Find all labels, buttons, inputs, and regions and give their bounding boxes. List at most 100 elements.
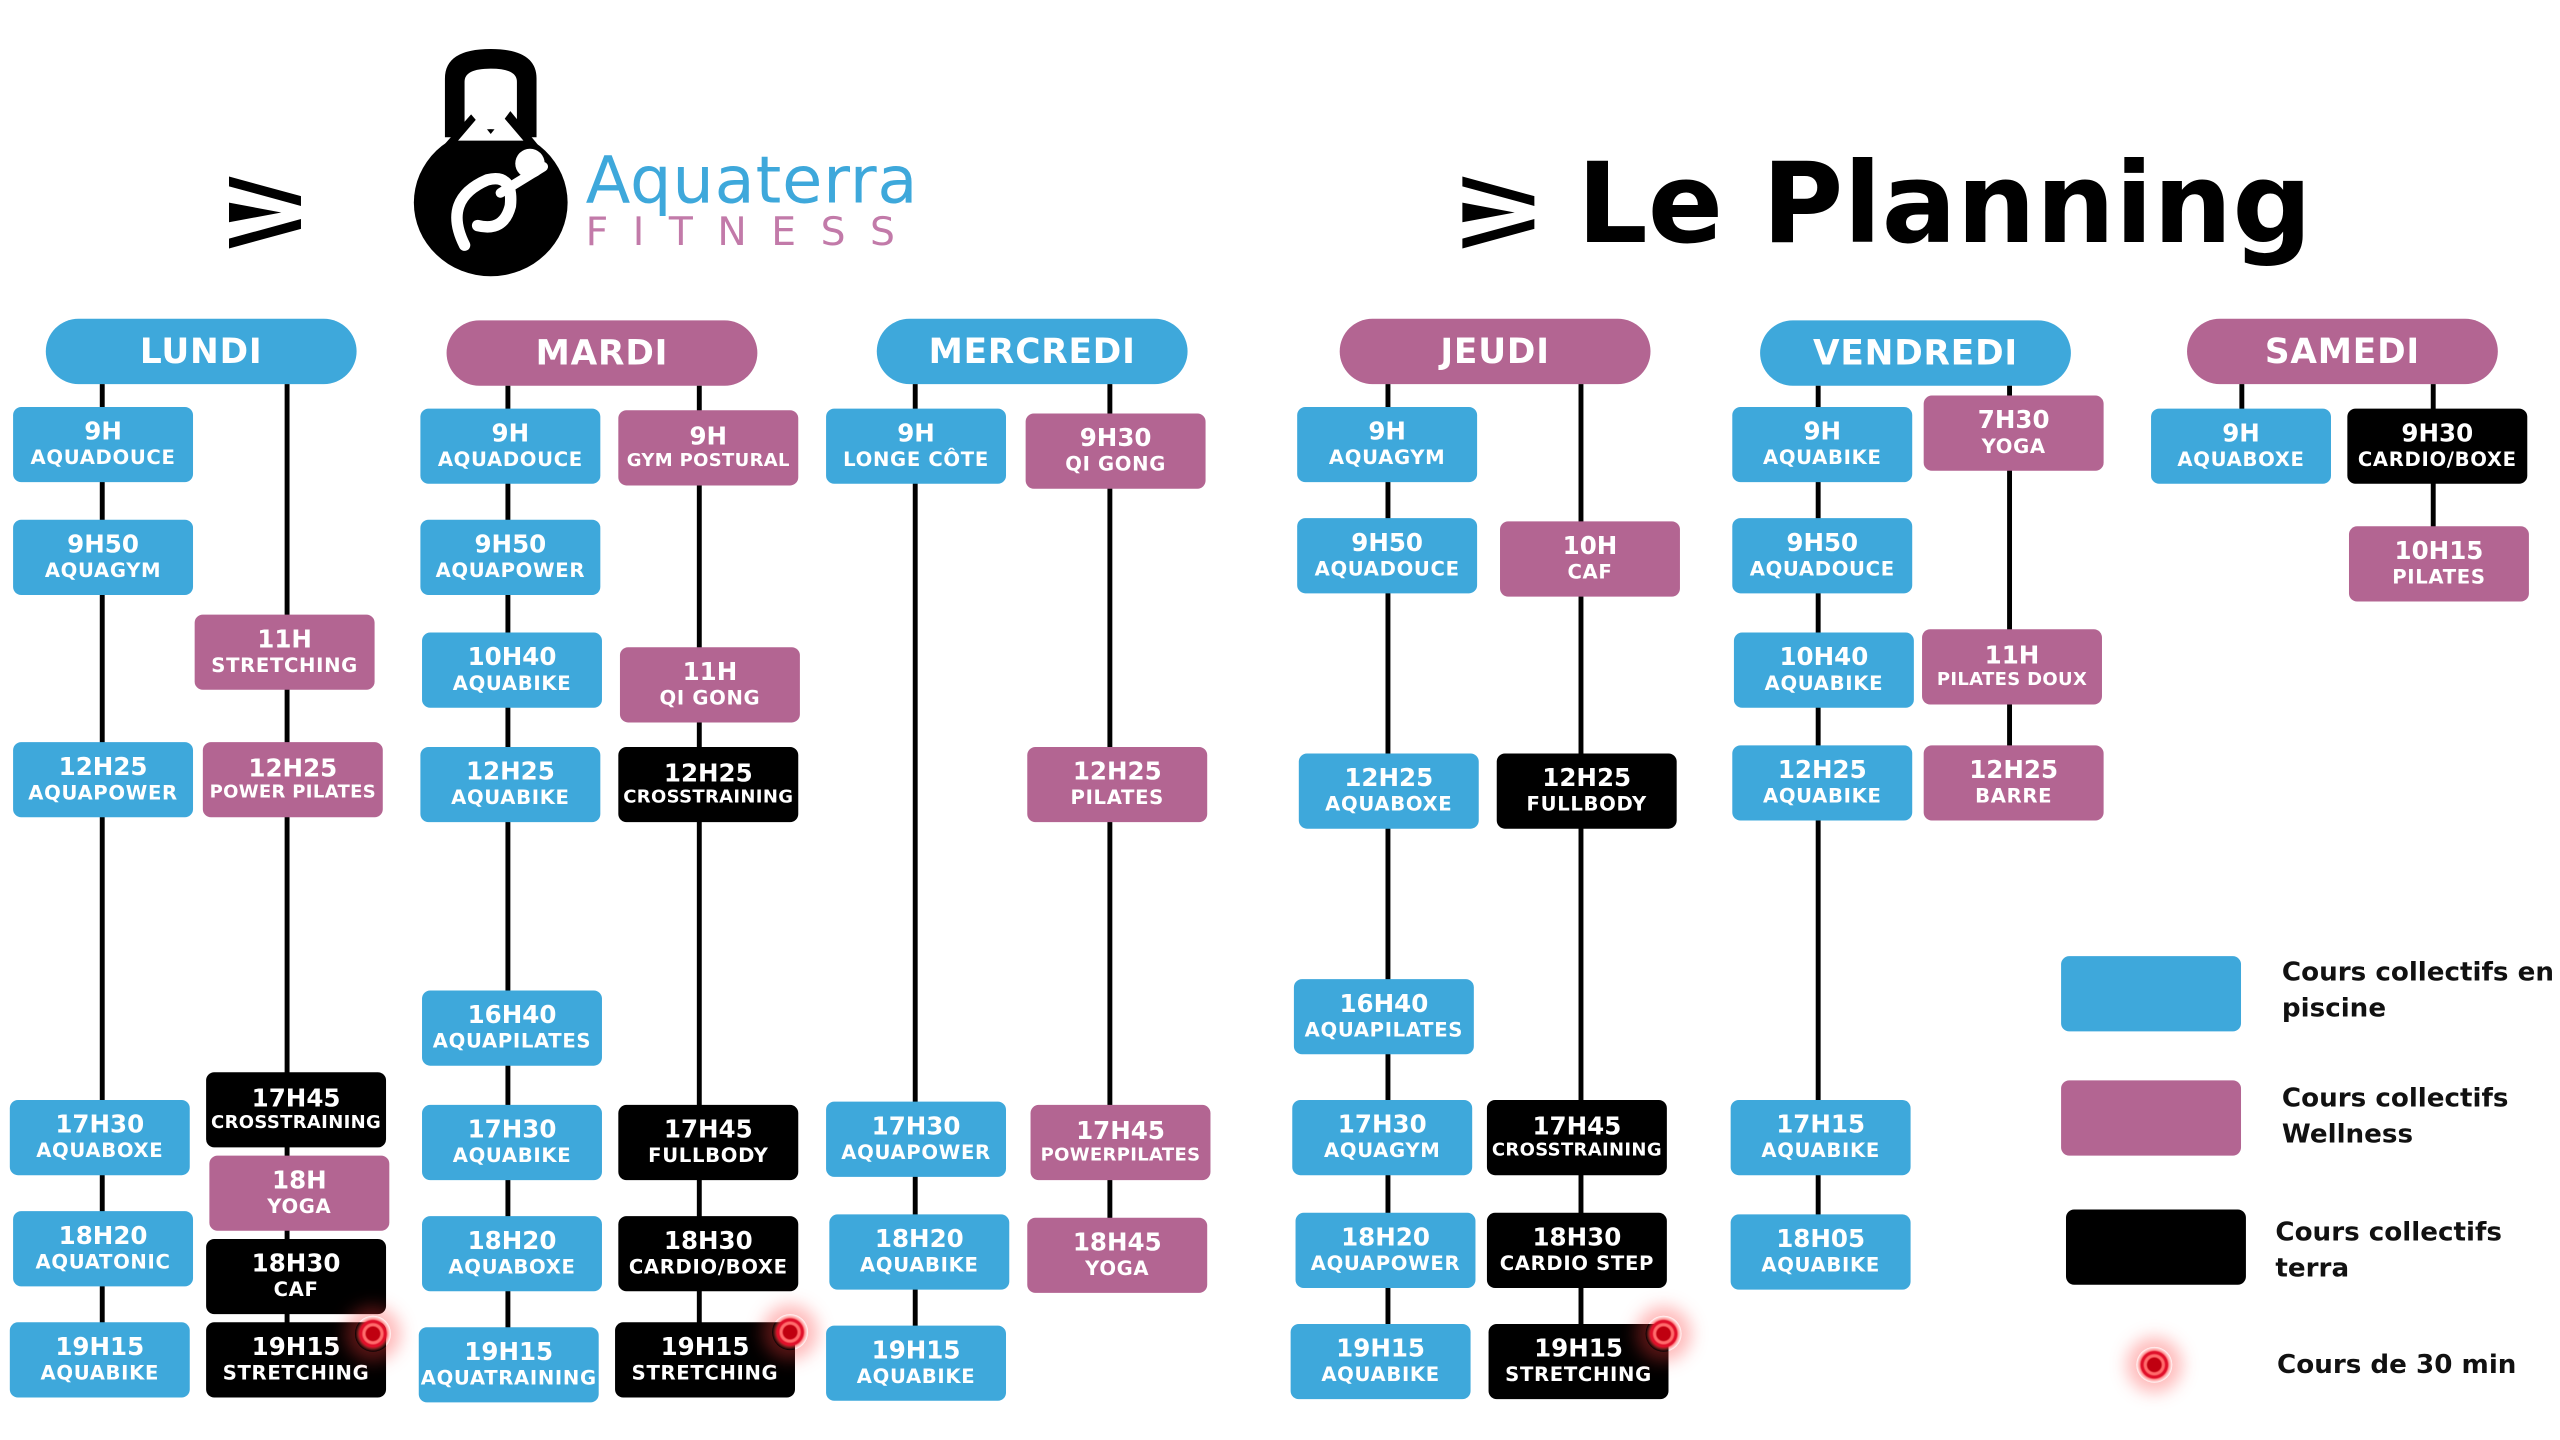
class-card[interactable]: 17H30 AQUAGYM bbox=[1292, 1100, 1473, 1176]
class-card[interactable]: 9H30 CARDIO/BOXE bbox=[2347, 408, 2528, 484]
class-time: 11H bbox=[682, 657, 738, 688]
class-time: 17H45 bbox=[1532, 1111, 1622, 1141]
class-card[interactable]: 17H45 POWERPILATES bbox=[1030, 1104, 1211, 1181]
timeline-line bbox=[505, 385, 511, 1375]
class-card[interactable]: 11H QI GONG bbox=[619, 647, 800, 723]
class-card[interactable]: 12H25 AQUABIKE bbox=[420, 746, 601, 823]
class-card[interactable]: 9H AQUABOXE bbox=[2151, 408, 2331, 484]
30-min-dot-icon bbox=[354, 1315, 391, 1352]
brand-subtitle: FITNESS bbox=[585, 209, 920, 255]
class-card[interactable]: 9H30 QI GONG bbox=[1025, 413, 1206, 489]
class-card[interactable]: 18H05 AQUABIKE bbox=[1730, 1214, 1911, 1290]
class-name: QI GONG bbox=[1065, 452, 1166, 476]
class-card[interactable]: 18H20 AQUABOXE bbox=[422, 1216, 602, 1292]
class-card[interactable]: 19H15 AQUABIKE bbox=[1290, 1323, 1471, 1400]
class-card[interactable]: 19H15 STRETCHING bbox=[615, 1322, 795, 1398]
class-card[interactable]: 7H30 YOGA bbox=[1923, 395, 2104, 471]
class-card[interactable]: 9H50 AQUADOUCE bbox=[1297, 518, 1478, 594]
class-card[interactable]: 19H15 STRETCHING bbox=[206, 1322, 387, 1398]
class-time: 18H20 bbox=[467, 1226, 557, 1257]
class-card[interactable]: 9H AQUAGYM bbox=[1297, 406, 1478, 483]
class-name: AQUABIKE bbox=[1762, 445, 1882, 469]
class-card[interactable]: 9H50 AQUAGYM bbox=[13, 519, 194, 595]
class-name: AQUADOUCE bbox=[1314, 556, 1460, 580]
class-time: 9H bbox=[2222, 419, 2260, 449]
class-name: AQUAPILATES bbox=[432, 1029, 592, 1053]
class-card[interactable]: 12H25 FULLBODY bbox=[1496, 753, 1677, 829]
class-card[interactable]: 17H15 AQUABIKE bbox=[1730, 1100, 1911, 1176]
class-card[interactable]: 11H PILATES DOUX bbox=[1922, 629, 2102, 705]
class-card[interactable]: 9H LONGE CÔTE bbox=[826, 408, 1007, 484]
class-card[interactable]: 9H AQUADOUCE bbox=[420, 408, 601, 484]
30-min-dot-icon bbox=[772, 1314, 809, 1351]
class-card[interactable]: 18H20 AQUABIKE bbox=[829, 1214, 1010, 1290]
class-name: CAF bbox=[1567, 560, 1613, 584]
class-card[interactable]: 10H15 PILATES bbox=[2348, 526, 2529, 602]
class-card[interactable]: 17H45 FULLBODY bbox=[618, 1104, 799, 1181]
class-time: 17H15 bbox=[1776, 1110, 1866, 1141]
class-name: PILATES bbox=[1070, 785, 1164, 809]
class-card[interactable]: 19H15 STRETCHING bbox=[1488, 1323, 1669, 1400]
class-name: CARDIO/BOXE bbox=[628, 1254, 788, 1278]
class-name: STRETCHING bbox=[211, 653, 358, 677]
class-time: 19H15 bbox=[464, 1337, 554, 1368]
class-card[interactable]: 12H25 CROSSTRAINING bbox=[618, 746, 799, 823]
class-card[interactable]: 18H30 CAF bbox=[206, 1238, 387, 1315]
class-card[interactable]: 16H40 AQUAPILATES bbox=[1293, 979, 1474, 1055]
class-card[interactable]: 17H30 AQUAPOWER bbox=[826, 1101, 1007, 1177]
class-card[interactable]: 12H25 AQUABOXE bbox=[1298, 753, 1479, 829]
class-name: AQUAGYM bbox=[44, 558, 162, 582]
class-time: 19H15 bbox=[1336, 1334, 1426, 1364]
class-card[interactable]: 18H YOGA bbox=[209, 1155, 390, 1231]
class-card[interactable]: 19H15 AQUABIKE bbox=[826, 1325, 1007, 1401]
class-card[interactable]: 10H40 AQUABIKE bbox=[1733, 632, 1914, 708]
class-card[interactable]: 19H15 AQUATRAINING bbox=[418, 1327, 599, 1403]
class-card[interactable]: 18H30 CARDIO/BOXE bbox=[618, 1216, 799, 1292]
class-name: CAF bbox=[273, 1277, 319, 1301]
class-card[interactable]: 9H GYM POSTURAL bbox=[618, 410, 799, 486]
class-card[interactable]: 11H STRETCHING bbox=[194, 614, 375, 690]
class-card[interactable]: 18H20 AQUATONIC bbox=[13, 1211, 194, 1287]
class-name: AQUAGYM bbox=[1328, 445, 1446, 469]
class-name: QI GONG bbox=[659, 686, 761, 709]
timeline-line bbox=[912, 384, 918, 1373]
class-card[interactable]: 9H50 AQUAPOWER bbox=[420, 519, 601, 595]
class-card[interactable]: 12H25 BARRE bbox=[1923, 745, 2104, 821]
class-card[interactable]: 9H AQUABIKE bbox=[1732, 406, 1913, 483]
class-name: AQUABIKE bbox=[1764, 671, 1884, 695]
class-card[interactable]: 18H30 CARDIO STEP bbox=[1486, 1212, 1667, 1288]
class-card[interactable]: 17H45 CROSSTRAINING bbox=[1486, 1100, 1667, 1176]
class-name: AQUABOXE bbox=[448, 1254, 576, 1278]
class-card[interactable]: 12H25 PILATES bbox=[1027, 746, 1208, 823]
class-card[interactable]: 9H AQUADOUCE bbox=[13, 406, 194, 483]
class-time: 9H bbox=[1803, 417, 1842, 447]
class-card[interactable]: 17H45 CROSSTRAINING bbox=[206, 1072, 387, 1148]
class-card[interactable]: 18H45 YOGA bbox=[1027, 1217, 1208, 1293]
class-time: 18H30 bbox=[663, 1226, 753, 1257]
class-card[interactable]: 9H50 AQUADOUCE bbox=[1732, 518, 1913, 594]
legend-swatch-piscine bbox=[2061, 956, 2242, 1032]
class-card[interactable]: 10H CAF bbox=[1500, 521, 1680, 597]
class-name: LONGE CÔTE bbox=[843, 447, 989, 471]
class-card[interactable]: 12H25 AQUABIKE bbox=[1732, 745, 1913, 821]
class-time: 9H50 bbox=[67, 530, 139, 560]
class-card[interactable]: 18H20 AQUAPOWER bbox=[1295, 1212, 1476, 1288]
class-time: 19H15 bbox=[251, 1332, 341, 1363]
chevron-double-right-icon bbox=[1462, 176, 1535, 249]
class-name: AQUABIKE bbox=[1321, 1362, 1440, 1386]
class-card[interactable]: 12H25 POWER PILATES bbox=[202, 742, 383, 818]
class-name: AQUABIKE bbox=[452, 1143, 572, 1167]
class-card[interactable]: 10H40 AQUABIKE bbox=[422, 632, 602, 708]
class-card[interactable]: 16H40 AQUAPILATES bbox=[422, 990, 602, 1066]
class-time: 17H30 bbox=[871, 1112, 961, 1142]
class-card[interactable]: 19H15 AQUABIKE bbox=[9, 1322, 190, 1398]
class-name: AQUAPOWER bbox=[1310, 1251, 1461, 1275]
class-time: 16H40 bbox=[467, 1001, 557, 1031]
class-name: AQUAGYM bbox=[1324, 1138, 1441, 1162]
class-card[interactable]: 17H30 AQUABOXE bbox=[9, 1100, 190, 1176]
legend-swatch-terra bbox=[2065, 1209, 2246, 1285]
class-card[interactable]: 12H25 AQUAPOWER bbox=[13, 742, 194, 818]
class-card[interactable]: 17H30 AQUABIKE bbox=[422, 1104, 602, 1181]
